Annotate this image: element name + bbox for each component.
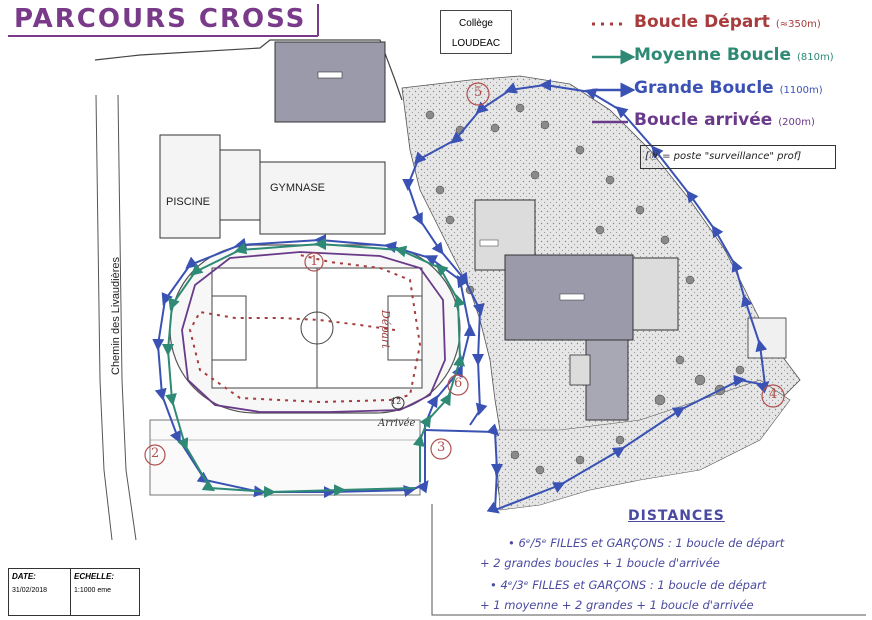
checkpoint-1-marker <box>304 252 324 272</box>
site-boundary <box>94 39 403 101</box>
distances-box-border <box>431 504 866 616</box>
checkpoint-6: 6 <box>454 376 463 391</box>
legend-item-grande: Grande Boucle (1100m) <box>634 78 823 98</box>
legend-item-moyenne: Moyenne Boucle (810m) <box>634 45 834 65</box>
building-gymnase <box>259 161 386 235</box>
building-south-2 <box>569 354 591 386</box>
building-main-label <box>559 293 585 301</box>
distances-line-1: • 6ᵉ/5ᵉ FILLES et GARÇONS : 1 boucle de … <box>508 536 785 550</box>
legend-note-moyenne: (810m) <box>796 52 834 63</box>
date-stamp: DATE: 31/02/2018 <box>8 568 74 616</box>
building-north-label <box>317 71 343 79</box>
building-piscine-annex <box>219 149 261 221</box>
building-east <box>632 257 679 331</box>
label-depart: Départ <box>379 310 392 349</box>
label-gymnase: GYMNASE <box>270 182 326 194</box>
distances-line-2: + 2 grandes boucles + 1 boucle d'arrivée <box>480 556 720 570</box>
building-piscine <box>159 134 221 239</box>
label-arrivee: Arrivée <box>378 418 416 429</box>
scale-value: 1:1000 eme <box>74 587 111 594</box>
checkpoint-3: 3 <box>437 440 446 455</box>
checkpoint-2: 2 <box>151 446 160 461</box>
checkpoint-4-marker <box>761 384 785 408</box>
route-moyenne-boucle <box>162 238 466 498</box>
checkpoint-12: 12 <box>391 397 402 406</box>
road-label: Chemin des Livaudières <box>110 256 122 375</box>
road-west <box>95 94 113 541</box>
checkpoint-2-marker <box>144 444 166 466</box>
distances-title: DISTANCES <box>628 508 725 524</box>
legend-label-moyenne: Moyenne Boucle <box>634 45 792 65</box>
legend-item-arrivee: Boucle arrivée (200m) <box>634 110 815 130</box>
checkpoint-12-marker <box>391 396 405 410</box>
legend-note-depart: (≈350m) <box>775 19 821 30</box>
college-line2: LOUDEAC <box>451 38 501 49</box>
legend-label-grande: Grande Boucle <box>634 78 774 98</box>
label-piscine: PISCINE <box>166 196 211 208</box>
checkpoint-5-marker <box>466 82 490 106</box>
legend-label-arrivee: Boucle arrivée <box>634 110 773 130</box>
legend-item-depart: Boucle Départ (≈350m) <box>634 12 821 32</box>
checkpoint-5: 5 <box>474 85 483 100</box>
route-boucle-depart <box>188 254 422 404</box>
map-title: PARCOURS CROSS <box>14 4 307 34</box>
route-boucle-arrivee <box>181 251 446 413</box>
road-west-2 <box>117 94 137 541</box>
checkpoint-4: 4 <box>769 387 778 402</box>
distances-line-4: + 1 moyenne + 2 grandes + 1 boucle d'arr… <box>480 598 754 612</box>
legend-label-depart: Boucle Départ <box>634 12 770 32</box>
surveillance-note: [Ⓝ = poste "surveillance" prof] <box>640 145 836 169</box>
building-ne-small-inner <box>479 239 499 247</box>
building-south <box>585 339 629 421</box>
college-line1: Collège <box>459 18 493 29</box>
checkpoint-3-marker <box>430 438 452 460</box>
legend-note-grande: (1100m) <box>779 85 823 96</box>
scale-label: ECHELLE: <box>74 572 114 581</box>
legend-note-arrivee: (200m) <box>778 117 815 128</box>
checkpoint-1: 1 <box>310 254 319 269</box>
college-label: Collège LOUDEAC <box>440 10 512 54</box>
checkpoint-6-marker <box>447 374 469 396</box>
scale-stamp: ECHELLE: 1:1000 eme <box>70 568 140 616</box>
distances-line-3: • 4ᵉ/3ᵉ FILLES et GARÇONS : 1 boucle de … <box>490 578 767 592</box>
date-label: DATE: <box>12 572 36 581</box>
building-north <box>274 41 386 123</box>
date-value: 31/02/2018 <box>12 587 48 594</box>
